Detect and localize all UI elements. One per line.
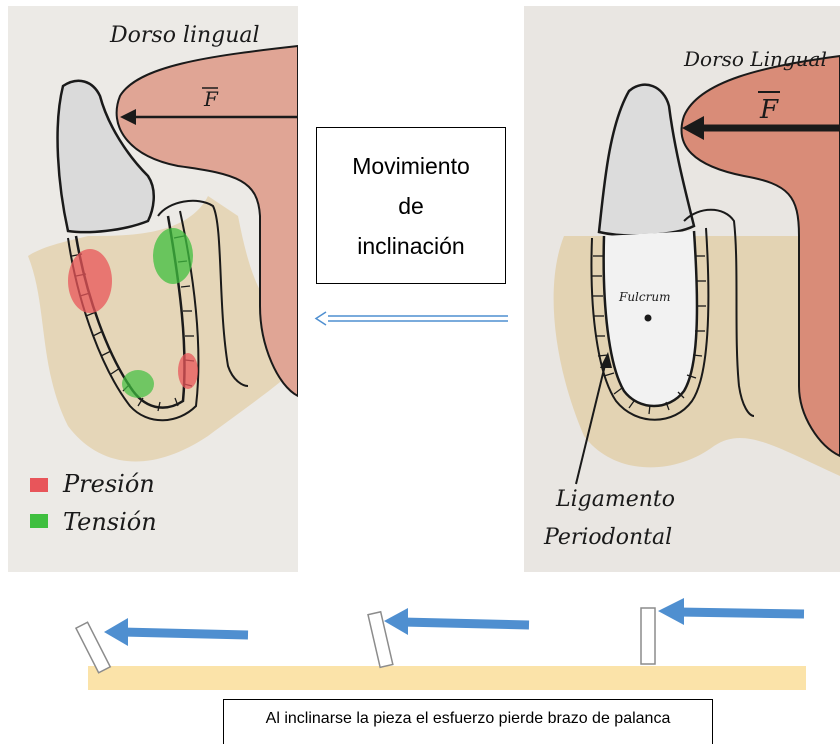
left-pressure-zone-top (68, 249, 112, 313)
legend-label-tension: Tensión (63, 508, 157, 536)
tooth-block-upright (641, 608, 655, 664)
legend-label-pressure: Presión (62, 470, 155, 498)
force-arrow-1-head (104, 618, 128, 646)
left-drawing-svg: F Dorso lingual Presión Tensión (8, 6, 298, 572)
left-tooth-drawing: F Dorso lingual Presión Tensión (8, 6, 298, 572)
ligament-label-line2: Periodontal (543, 525, 672, 550)
right-tooth-crown (599, 85, 694, 236)
right-tooth-drawing: Fulcrum F Dorso Lingual Ligamento Period… (524, 6, 840, 572)
force-arrow-3-line (678, 612, 804, 614)
right-top-label: Dorso Lingual (683, 47, 827, 71)
right-drawing-svg: Fulcrum F Dorso Lingual Ligamento Period… (524, 6, 840, 572)
title-line-2: de (352, 186, 470, 226)
force-arrow-3-head (658, 598, 684, 625)
right-force-label: F (759, 95, 779, 125)
left-force-label: F (203, 87, 219, 111)
left-top-label: Dorso lingual (109, 23, 260, 48)
fulcrum-point (645, 315, 652, 322)
force-arrow-2-line (402, 622, 529, 625)
legend-swatch-tension (30, 514, 48, 528)
force-arrow-2-head (384, 608, 408, 635)
legend-swatch-pressure (30, 478, 48, 492)
left-pressure-zone-bottom (178, 353, 198, 389)
title-line-1: Movimiento (352, 146, 470, 186)
left-tension-zone-bottom (122, 370, 154, 398)
left-tension-zone-top (153, 228, 193, 284)
title-line-3: inclinación (352, 226, 470, 266)
bone-band (88, 666, 806, 690)
lever-schematic (0, 590, 840, 696)
title-box: Movimiento de inclinación (316, 127, 506, 284)
force-arrow-1-line (122, 632, 248, 635)
fulcrum-label: Fulcrum (618, 290, 670, 304)
caption-box: Al inclinarse la pieza el esfuerzo pierd… (223, 699, 713, 744)
tooth-block-tilted-high (76, 622, 110, 672)
transition-arrow-head (316, 312, 326, 325)
transition-arrow (312, 310, 512, 328)
tooth-block-1 (76, 622, 110, 672)
ligament-label-line1: Ligamento (555, 487, 675, 512)
caption-text: Al inclinarse la pieza el esfuerzo pierd… (266, 710, 671, 727)
